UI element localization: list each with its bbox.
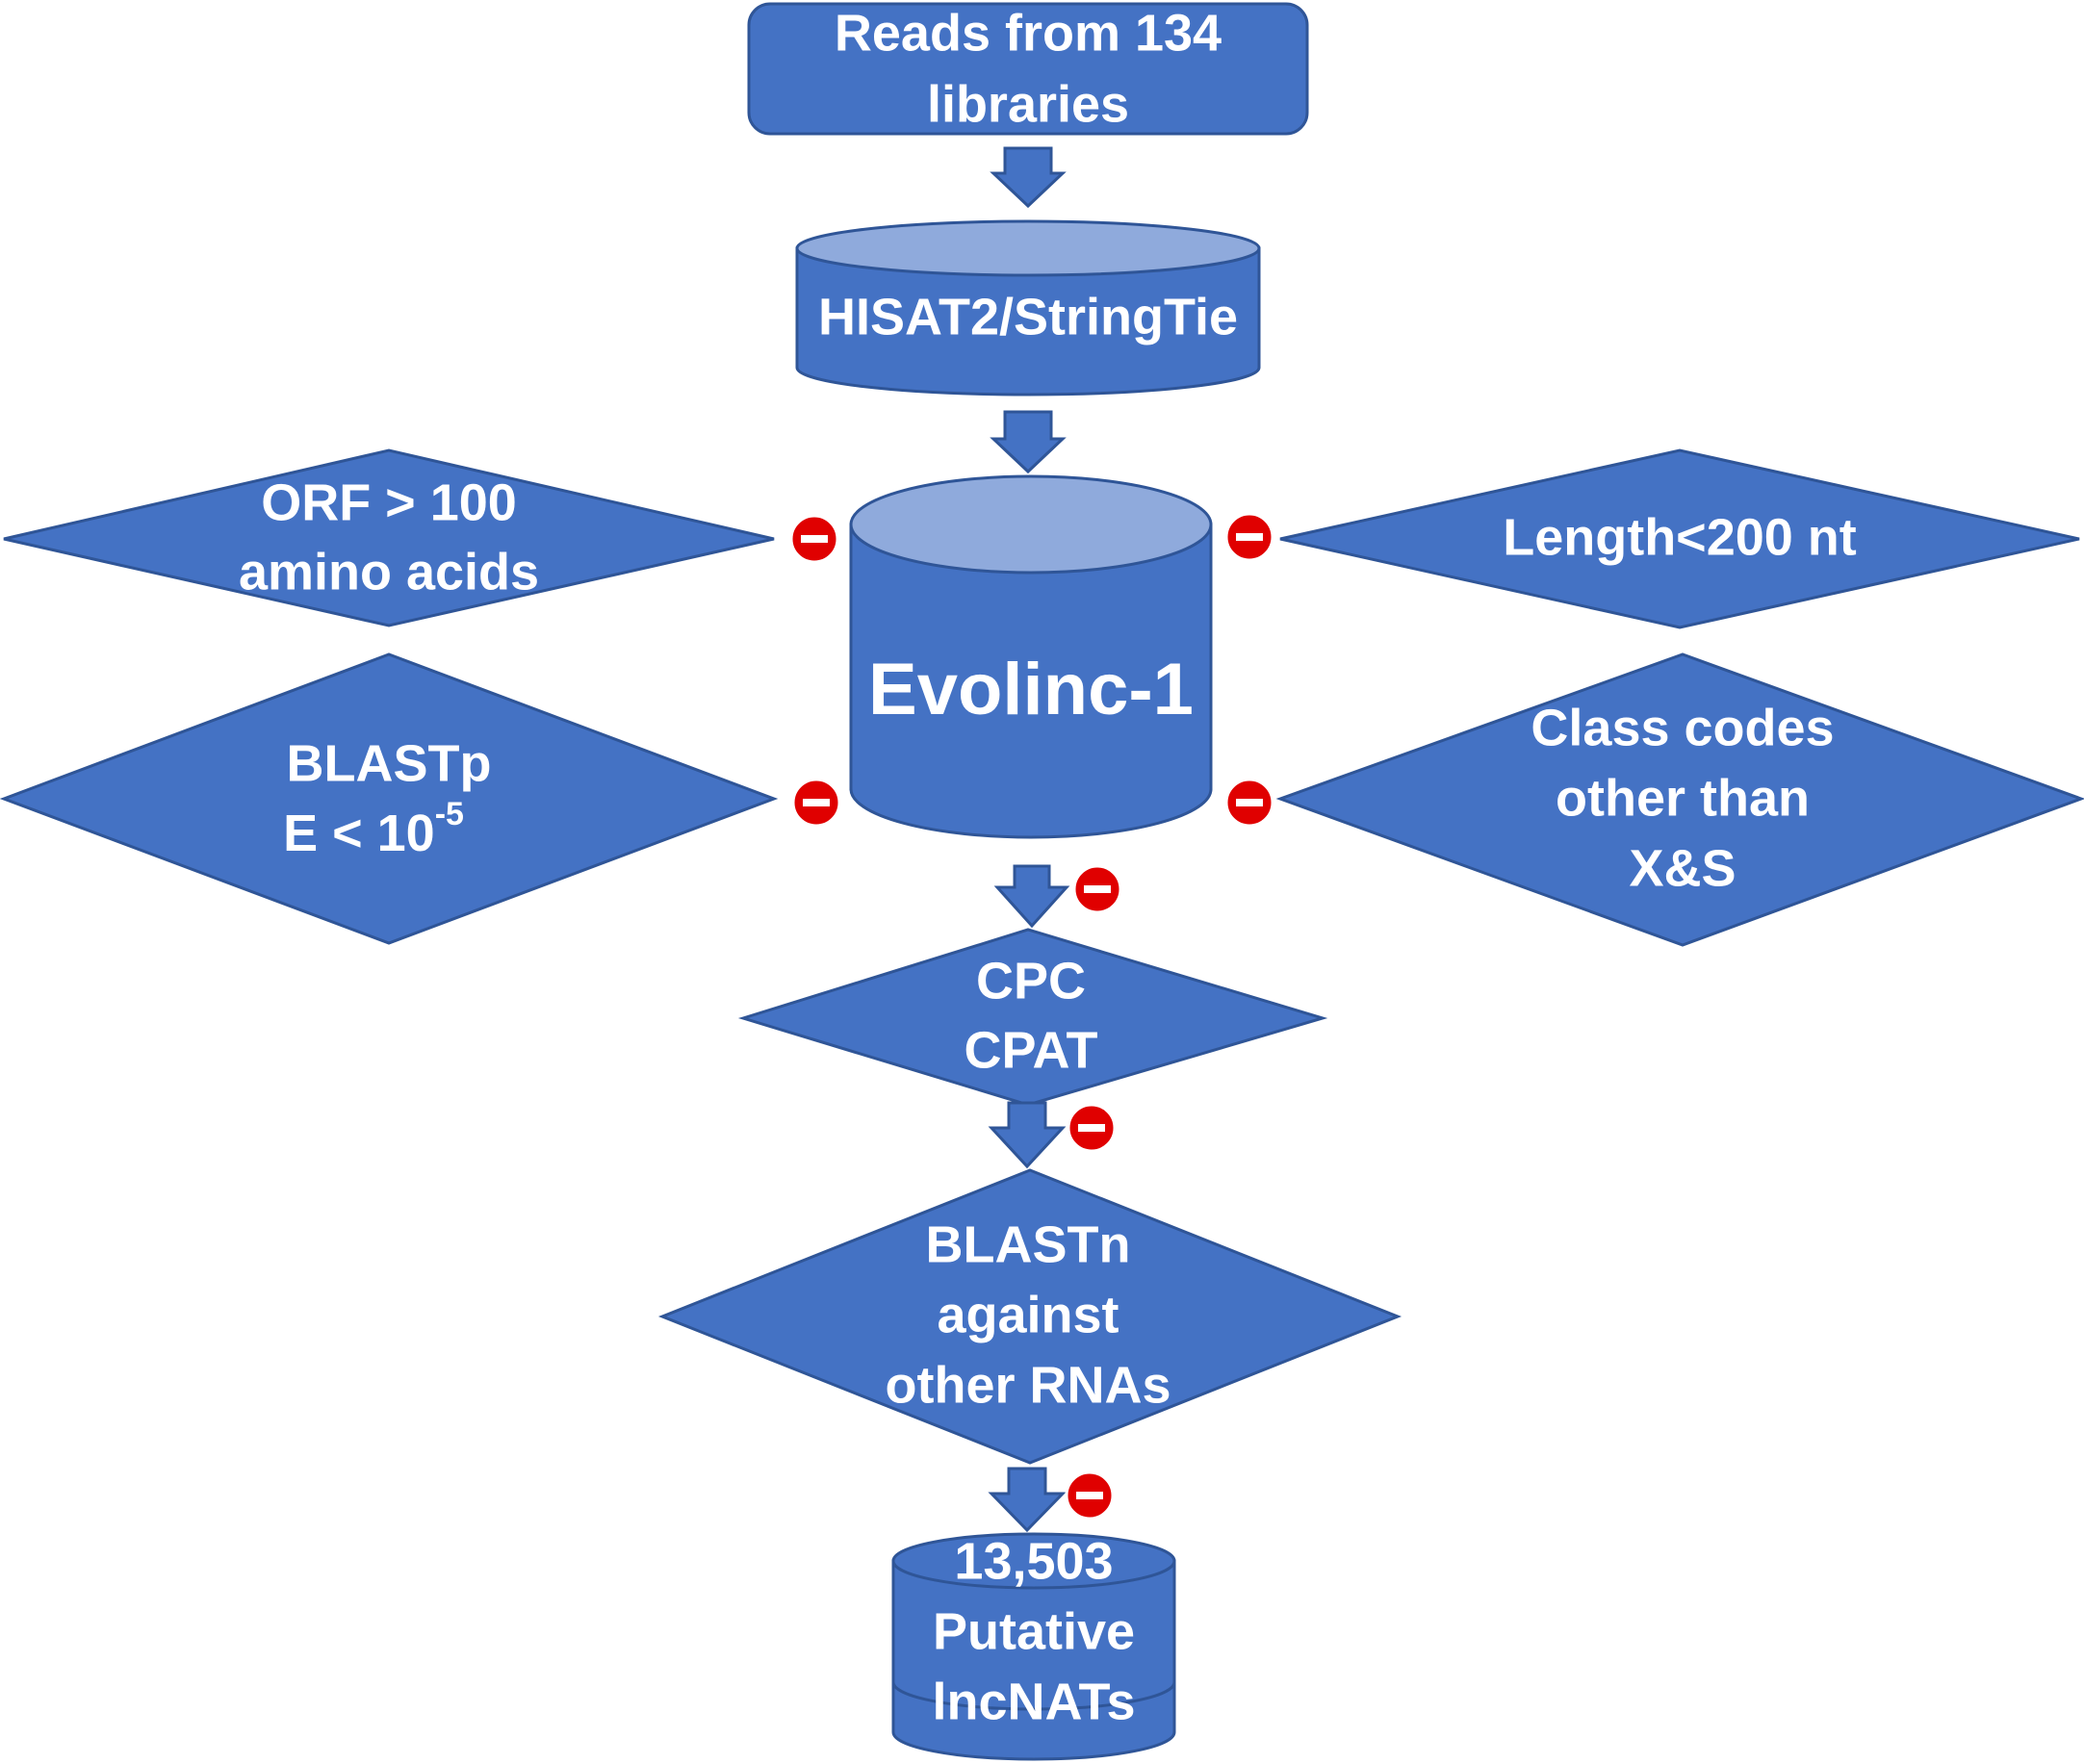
orf-filter-line2: amino acids [239, 543, 539, 601]
reads-label-line1: Reads from 134 [835, 4, 1222, 62]
result-node: 13,503 Putative lncNATs [891, 1532, 1176, 1761]
classcode-filter-line1: Class codes [1531, 699, 1834, 756]
classcode-filter-node: Class codes other than X&S [1275, 652, 2084, 947]
orf-filter-node: ORF > 100 amino acids [3, 448, 775, 627]
down-arrow-icon [990, 410, 1067, 474]
minus-circle-icon [1072, 864, 1122, 914]
orf-filter-line1: ORF > 100 [261, 473, 517, 531]
down-arrow-icon [988, 1101, 1067, 1169]
result-line1: 13,503 [954, 1532, 1113, 1590]
length-filter-label: Length<200 nt [1503, 508, 1857, 566]
hisat-stringtie-label: HISAT2/StringTie [818, 288, 1238, 345]
blastn-filter-line3: other RNAs [885, 1356, 1171, 1414]
minus-circle-icon [1065, 1470, 1115, 1521]
cpc-cpat-filter-node: CPC CPAT [737, 928, 1328, 1107]
evolinc-label: Evolinc-1 [868, 649, 1194, 730]
blastn-filter-node: BLASTn against other RNAs [657, 1168, 1402, 1465]
hisat-stringtie-node: HISAT2/StringTie [795, 219, 1261, 396]
blastn-filter-line2: against [937, 1286, 1119, 1343]
blastp-filter-node: BLASTp E < 10-5 [0, 652, 779, 945]
cpc-filter-line2: CPAT [965, 1021, 1098, 1079]
minus-circle-icon [1224, 778, 1274, 828]
down-arrow-icon [990, 146, 1067, 209]
blastp-filter-line1: BLASTp [287, 734, 492, 792]
classcode-filter-line2: other than [1556, 769, 1810, 827]
classcode-filter-line3: X&S [1629, 839, 1736, 897]
minus-circle-icon [791, 778, 841, 828]
blastn-filter-line1: BLASTn [926, 1215, 1131, 1273]
result-line2: Putative [933, 1602, 1135, 1660]
reads-node: Reads from 134 libraries [747, 2, 1309, 136]
down-arrow-icon [993, 864, 1070, 929]
blastp-filter-exponent-base: E < 10 [283, 805, 435, 862]
cpc-filter-line1: CPC [976, 952, 1086, 1010]
reads-label-line2: libraries [927, 75, 1129, 133]
minus-circle-icon [789, 514, 839, 564]
result-line3: lncNATs [932, 1673, 1135, 1730]
minus-circle-icon [1067, 1103, 1117, 1153]
blastp-filter-exponent: -5 [435, 796, 464, 832]
blastp-filter-line2: E < 10-5 [283, 796, 464, 862]
length-filter-node: Length<200 nt [1279, 448, 2080, 629]
minus-circle-icon [1224, 512, 1274, 562]
evolinc-node: Evolinc-1 [849, 474, 1213, 839]
down-arrow-icon [988, 1467, 1067, 1533]
